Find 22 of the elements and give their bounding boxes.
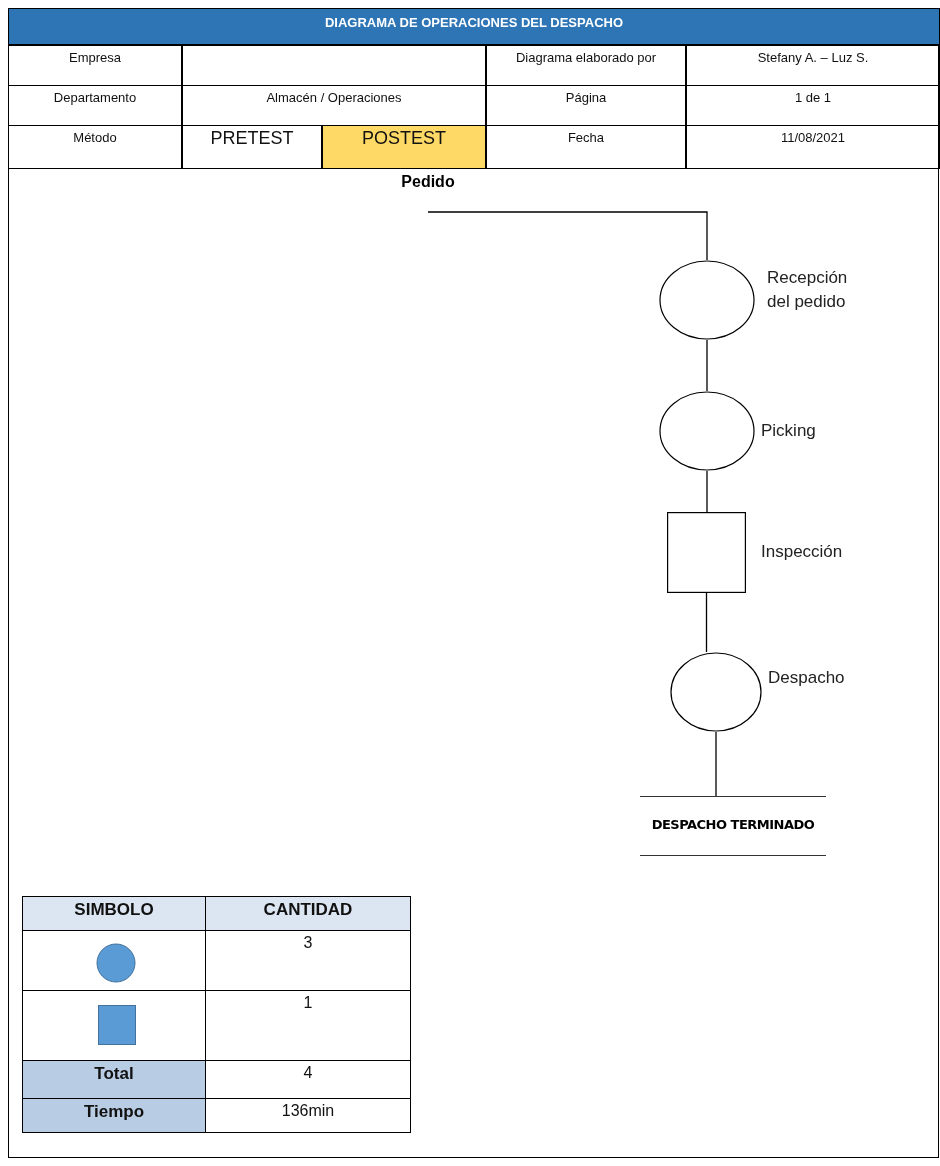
field-label: Página [486, 85, 686, 126]
step-label: Despacho [768, 667, 846, 689]
terminal-label: DESPACHO TERMINADO [640, 796, 826, 856]
title-bar: DIAGRAMA DE OPERACIONES DEL DESPACHO [8, 8, 940, 45]
time-value: 136min [205, 1098, 411, 1133]
step-label: Recepción del pedido [767, 267, 849, 313]
step-label: Picking [761, 420, 817, 442]
row-header: Tiempo [22, 1098, 206, 1133]
field-value: 1 de 1 [686, 85, 940, 126]
field-label: Diagrama elaborado por [486, 45, 686, 86]
start-label: Pedido [390, 173, 466, 212]
field-label: Método [8, 125, 182, 169]
column-header: CANTIDAD [205, 896, 411, 931]
field-value: 11/08/2021 [686, 125, 940, 169]
field-value: Stefany A. – Luz S. [686, 45, 940, 86]
field-label: Empresa [8, 45, 182, 86]
column-header: SIMBOLO [22, 896, 206, 931]
field-label: Fecha [486, 125, 686, 169]
method-option: POSTEST [322, 125, 486, 169]
row-header: Total [22, 1060, 206, 1099]
step-label: Inspección [761, 541, 844, 563]
method-option: PRETEST [182, 125, 322, 169]
